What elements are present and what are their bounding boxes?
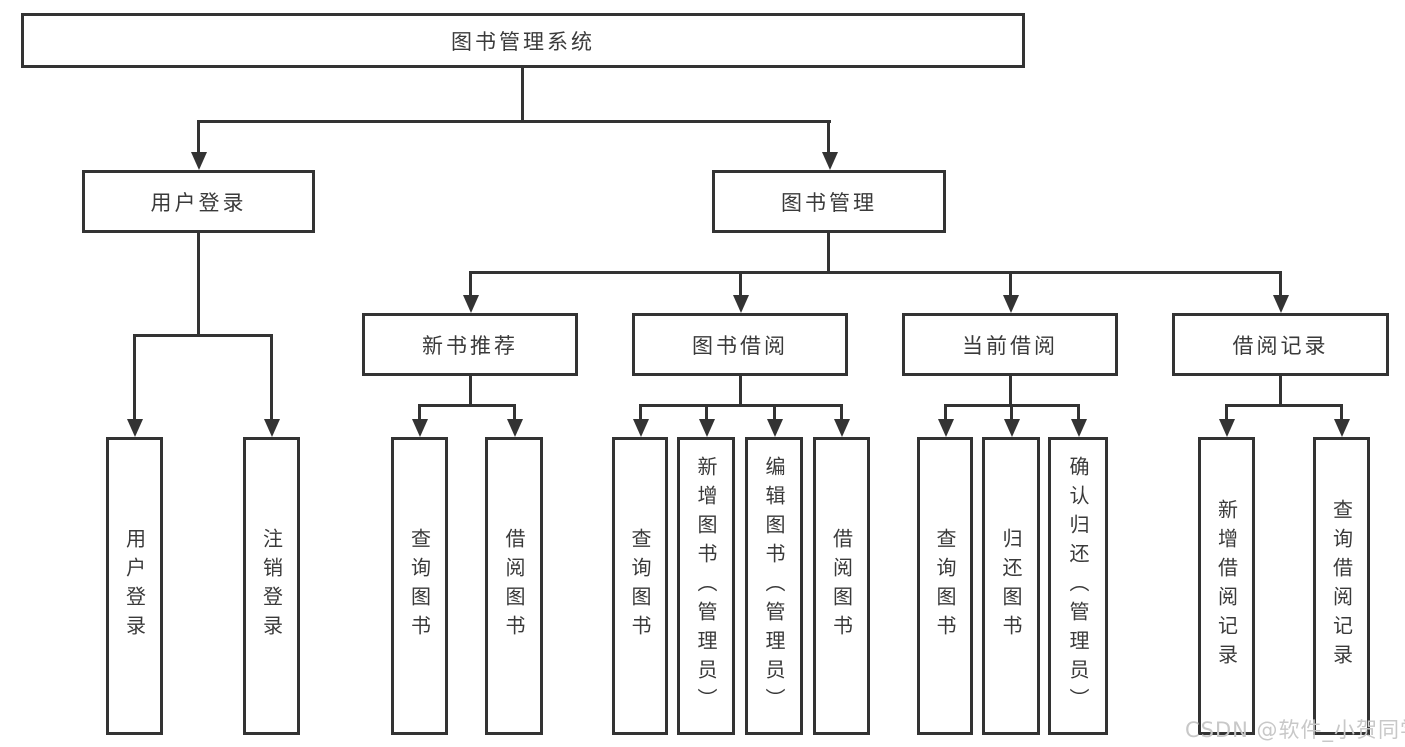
- connector-line: [773, 404, 776, 421]
- connector-line: [840, 404, 843, 421]
- arrow-down-icon: [733, 295, 749, 313]
- connector-line: [639, 404, 642, 421]
- leaf-borrow-add-books-admin: 新增图书（管理员）: [677, 437, 735, 735]
- node-label: 借阅记录: [1232, 333, 1329, 358]
- leaf-label: 用户登录: [122, 528, 147, 644]
- arrow-down-icon: [127, 419, 143, 437]
- leaf-label: 借阅图书: [829, 528, 854, 644]
- arrow-down-icon: [767, 419, 783, 437]
- arrow-down-icon: [938, 419, 954, 437]
- node-label: 图书管理系统: [451, 29, 595, 54]
- node-label: 新书推荐: [422, 333, 518, 358]
- connector-line: [1340, 404, 1343, 421]
- arrow-down-icon: [633, 419, 649, 437]
- node-label: 用户登录: [150, 190, 247, 215]
- leaf-label: 新增图书（管理员）: [694, 455, 718, 717]
- connector-line: [197, 233, 200, 335]
- leaf-borrow-borrow-books: 借阅图书: [813, 437, 870, 735]
- connector-line: [418, 404, 516, 407]
- leaf-label: 借阅图书: [502, 528, 526, 644]
- leaf-recommend-borrow-books: 借阅图书: [485, 437, 543, 735]
- leaf-label: 确认归还（管理员）: [1066, 455, 1090, 717]
- node-user-login: 用户登录: [82, 170, 315, 233]
- arrow-down-icon: [1071, 419, 1087, 437]
- connector-line: [197, 120, 831, 123]
- leaf-label: 查询图书: [407, 528, 432, 644]
- connector-line: [1009, 271, 1012, 297]
- arrow-down-icon: [264, 419, 280, 437]
- leaf-recommend-query-books: 查询图书: [391, 437, 448, 735]
- connector-line: [469, 271, 472, 297]
- node-library-management-system: 图书管理系统: [21, 13, 1025, 68]
- node-borrowing-records: 借阅记录: [1172, 313, 1389, 376]
- arrow-down-icon: [834, 419, 850, 437]
- node-book-borrowing: 图书借阅: [632, 313, 848, 376]
- arrow-down-icon: [699, 419, 715, 437]
- leaf-current-query-books: 查询图书: [917, 437, 973, 735]
- connector-line: [1010, 404, 1013, 421]
- connector-line: [705, 404, 708, 421]
- connector-line: [1279, 376, 1282, 405]
- leaf-label: 新增借阅记录: [1214, 499, 1239, 673]
- leaf-records-query-record: 查询借阅记录: [1313, 437, 1370, 735]
- leaf-label: 编辑图书（管理员）: [762, 455, 786, 717]
- node-label: 图书管理: [781, 190, 877, 215]
- connector-line: [1225, 404, 1228, 421]
- leaf-borrow-query-books: 查询图书: [612, 437, 668, 735]
- connector-line: [739, 271, 742, 297]
- arrow-down-icon: [412, 419, 428, 437]
- leaf-borrow-edit-books-admin: 编辑图书（管理员）: [745, 437, 803, 735]
- connector-line: [1279, 271, 1282, 297]
- node-label: 图书借阅: [692, 333, 788, 358]
- node-book-management: 图书管理: [712, 170, 946, 233]
- leaf-label: 归还图书: [999, 528, 1023, 644]
- arrow-down-icon: [1003, 295, 1019, 313]
- connector-line: [1077, 404, 1080, 421]
- connector-line: [469, 271, 1282, 274]
- connector-line: [418, 404, 421, 421]
- node-label: 当前借阅: [962, 333, 1058, 358]
- connector-line: [133, 334, 136, 421]
- leaf-label: 查询图书: [933, 528, 957, 644]
- connector-line: [827, 233, 830, 272]
- connector-line: [1009, 376, 1012, 405]
- connector-line: [197, 120, 200, 154]
- connector-line: [827, 120, 830, 154]
- leaf-current-return-books: 归还图书: [982, 437, 1040, 735]
- leaf-label: 注销登录: [259, 528, 284, 644]
- arrow-down-icon: [822, 152, 838, 170]
- arrow-down-icon: [1334, 419, 1350, 437]
- connector-line: [521, 68, 524, 121]
- connector-line: [133, 334, 273, 337]
- csdn-watermark: CSDN @软件_小贺同学: [1185, 718, 1405, 742]
- arrow-down-icon: [1004, 419, 1020, 437]
- leaf-logout: 注销登录: [243, 437, 300, 735]
- connector-line: [513, 404, 516, 421]
- leaf-user-login: 用户登录: [106, 437, 163, 735]
- arrow-down-icon: [191, 152, 207, 170]
- leaf-label: 查询借阅记录: [1329, 499, 1354, 673]
- node-new-book-recommendation: 新书推荐: [362, 313, 578, 376]
- connector-line: [469, 376, 472, 405]
- connector-line: [639, 404, 843, 407]
- node-current-borrowing: 当前借阅: [902, 313, 1118, 376]
- connector-line: [739, 376, 742, 405]
- arrow-down-icon: [463, 295, 479, 313]
- connector-line: [944, 404, 947, 421]
- arrow-down-icon: [1273, 295, 1289, 313]
- arrow-down-icon: [1219, 419, 1235, 437]
- arrow-down-icon: [507, 419, 523, 437]
- leaf-records-add-record: 新增借阅记录: [1198, 437, 1255, 735]
- leaf-label: 查询图书: [628, 528, 652, 644]
- connector-line: [1225, 404, 1343, 407]
- leaf-current-confirm-return-admin: 确认归还（管理员）: [1048, 437, 1108, 735]
- connector-line: [270, 334, 273, 421]
